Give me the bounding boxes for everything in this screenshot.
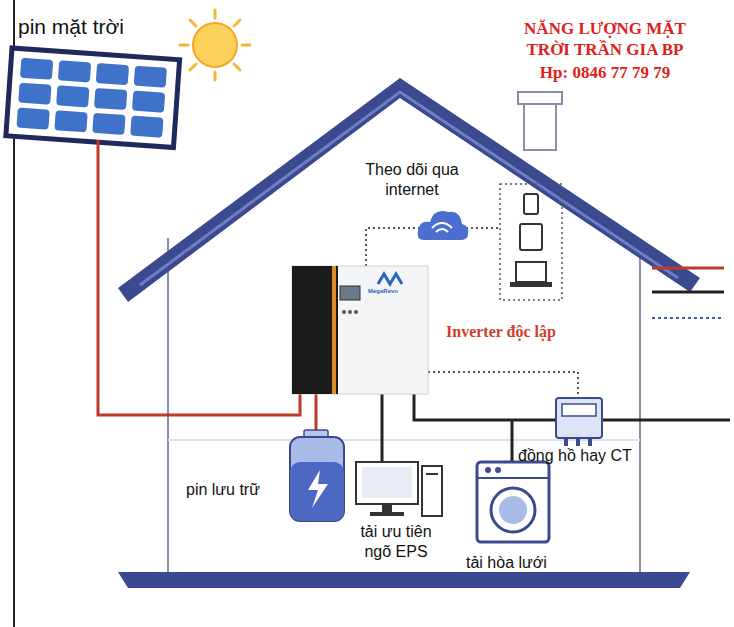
ct-wire [428, 372, 578, 398]
cloud-icon [418, 211, 469, 240]
meter-icon [556, 398, 602, 446]
solar-cell [134, 66, 167, 88]
component-label: Theo dõi qua internet [352, 160, 472, 200]
solar-panel [6, 48, 180, 148]
inverter [292, 266, 428, 394]
house-floor [118, 572, 690, 588]
solar-cell [58, 60, 91, 82]
devices-icon [500, 184, 562, 300]
outgoing-line [652, 267, 724, 270]
outgoing-line [652, 317, 724, 319]
component-label: Inverter độc lập [446, 322, 556, 342]
solar-cell [56, 85, 89, 107]
dc-wire [98, 140, 300, 415]
chimney [518, 92, 562, 150]
computer-icon [356, 462, 442, 516]
solar-cell [130, 116, 163, 138]
watermark-text: Hp: 0846 77 79 79 [505, 62, 705, 83]
solar-cell [92, 113, 125, 135]
watermark-text: NĂNG LƯỢNG MẶT TRỜI TRẦN GIA BP [505, 18, 705, 61]
outgoing-line [652, 291, 724, 294]
component-label: đồng hồ hay CT [518, 446, 632, 466]
watermark-text: pin mặt trời [18, 14, 124, 40]
component-label: tải ưu tiên ngõ EPS [346, 522, 446, 562]
comm-wire [366, 228, 420, 266]
brand-logo-text: MegaRevo [368, 288, 398, 296]
solar-cell [54, 110, 87, 132]
solar-cell [132, 91, 165, 113]
washer-icon [477, 462, 549, 542]
solar-cell [96, 63, 129, 85]
component-label: tải hòa lưới [466, 553, 547, 573]
solar-cell [94, 88, 127, 110]
solar-cell [20, 58, 53, 80]
load-wire [511, 420, 514, 462]
comm-wire [466, 227, 500, 229]
battery-icon [290, 430, 344, 521]
solar-cell [16, 108, 49, 130]
sun-icon [180, 10, 250, 80]
component-label: pin lưu trữ [186, 480, 260, 500]
solar-cell [18, 83, 51, 105]
house-walls [168, 238, 640, 572]
eps-wire [381, 394, 384, 462]
